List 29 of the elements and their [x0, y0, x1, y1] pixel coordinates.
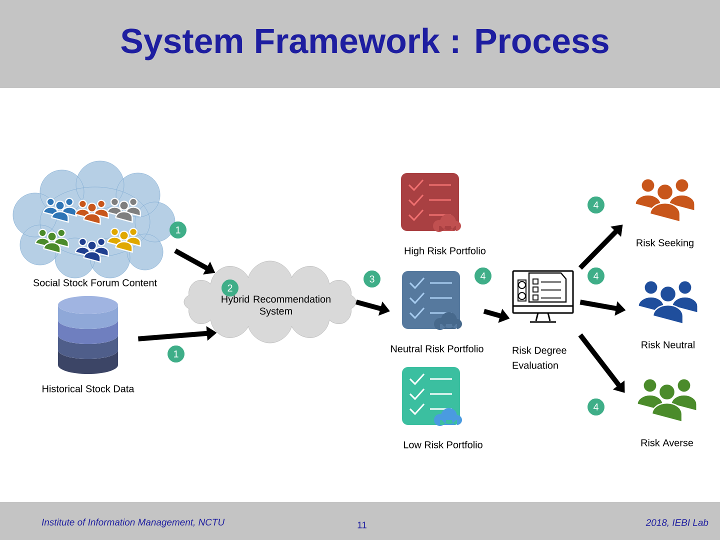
- node-label: Risk Degree Evaluation: [512, 346, 566, 369]
- system-cloud: Hybrid Recommendation System 2: [184, 260, 356, 344]
- step-badge: 4: [588, 196, 604, 214]
- node-label: Social Stock Forum Content: [33, 278, 157, 286]
- step-badge: 1: [170, 222, 186, 238]
- node-label: Risk Averse: [641, 438, 694, 446]
- node-label: Risk Seeking: [636, 238, 694, 248]
- node-label: Low Risk Portfolio: [404, 440, 482, 448]
- step-badge: 4: [474, 268, 492, 284]
- node-label: Risk Neutral: [642, 340, 694, 348]
- footer-text: 2018, IEBI Lab: [646, 518, 708, 528]
- people-group: Risk Seeking: [634, 178, 696, 248]
- step-badge: 4: [588, 268, 604, 284]
- arrow: [578, 224, 623, 270]
- node-label: Historical Stock Data: [42, 384, 134, 392]
- step-badge: 4: [588, 398, 604, 416]
- footer-text: 11: [358, 522, 366, 528]
- people-group: Risk Averse: [636, 378, 698, 446]
- step-badge: 1: [168, 346, 184, 362]
- node-label: High Risk Portfolio: [404, 246, 486, 256]
- evaluation-monitor: Risk Degree Evaluation: [512, 270, 574, 369]
- title: System Framework : Process: [121, 28, 608, 60]
- step-badge: 3: [364, 270, 380, 288]
- portfolio-card: High Risk Portfolio: [401, 173, 486, 256]
- portfolio-card: Low Risk Portfolio: [402, 367, 482, 448]
- footer-text: Institute of Information Management, NCTU: [42, 518, 225, 528]
- node-label: Neutral Risk Portfolio: [391, 344, 484, 352]
- people-group: Risk Neutral: [638, 280, 698, 348]
- database-cylinder: Historical Stock Data: [42, 296, 134, 392]
